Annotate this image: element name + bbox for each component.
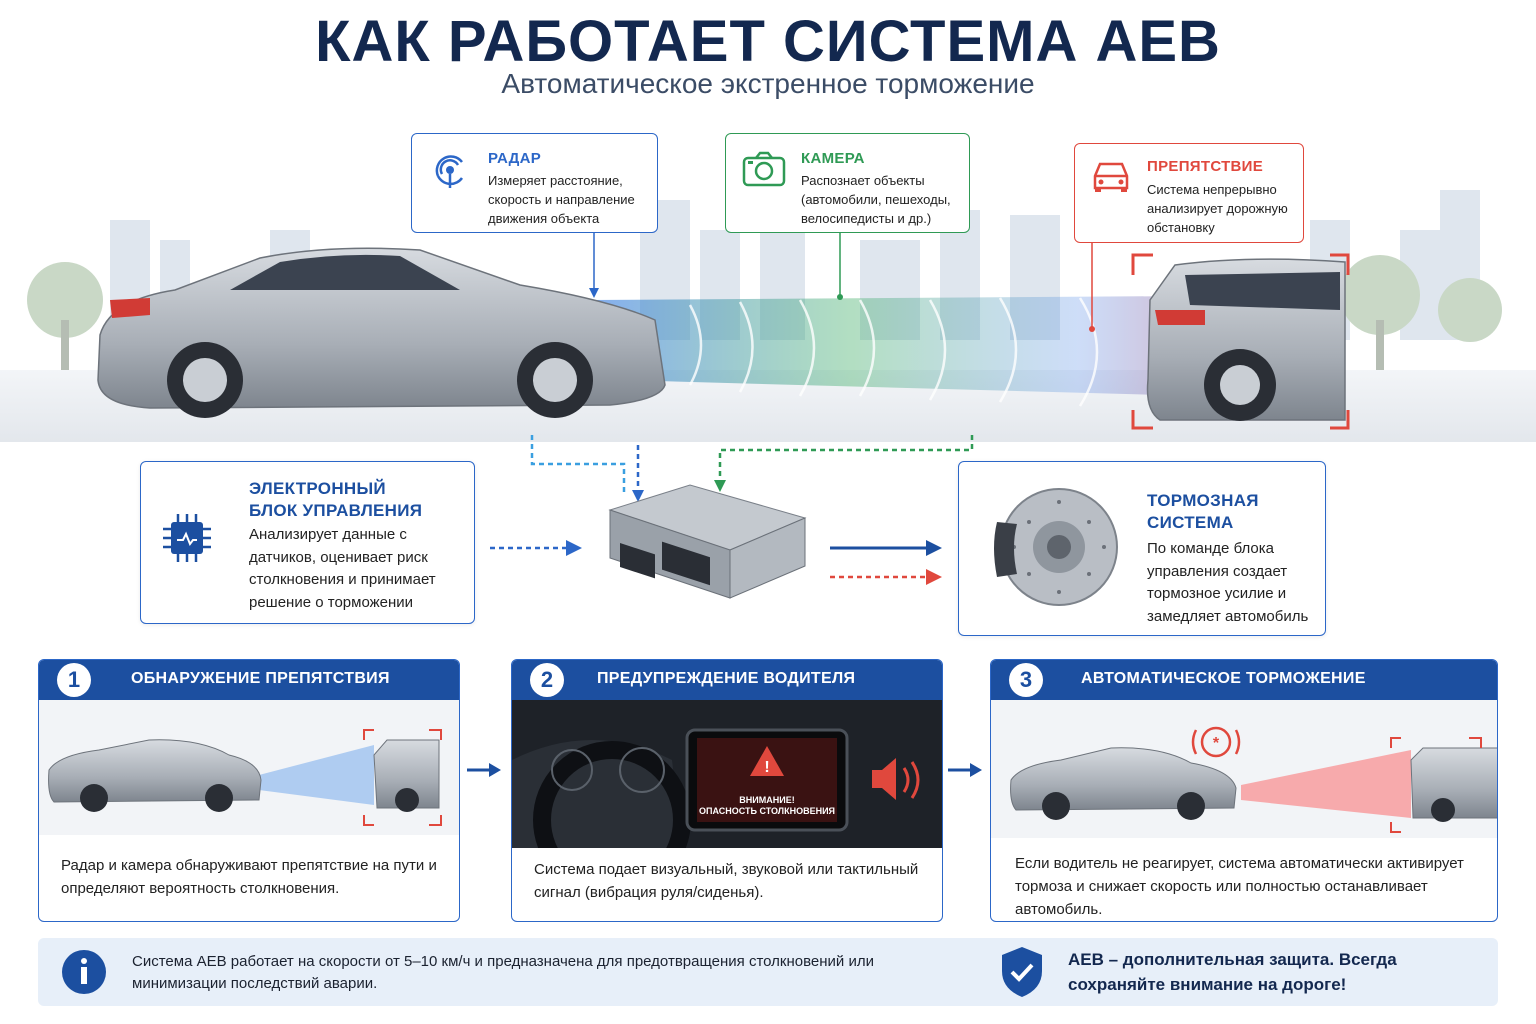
dashboard-illustration: !: [512, 700, 942, 848]
svg-text:!: !: [764, 759, 769, 776]
step-3-number: 3: [1009, 663, 1043, 697]
dashboard-warning-text: ВНИМАНИЕ! ОПАСНОСТЬ СТОЛКНОВЕНИЯ: [697, 795, 837, 817]
brake-disc-icon: [994, 488, 1118, 606]
camera-card: КАМЕРА Распознает объекты (автомобили, п…: [725, 133, 970, 233]
step-3-text: Если водитель не реагирует, система авто…: [1015, 855, 1464, 918]
step-1-illustration: [39, 700, 459, 835]
arrow-step-1-2: [467, 763, 501, 777]
page-title: КАК РАБОТАЕТ СИСТЕМА АЕВ: [315, 9, 1221, 74]
obstacle-suv: [1146, 258, 1346, 421]
car-icon: [1093, 162, 1129, 192]
step-3-title: АВТОМАТИЧЕСКОЕ ТОРМОЖЕНИЕ: [1081, 670, 1366, 687]
ecu-card: ЭЛЕКТРОННЫЙ БЛОК УПРАВЛЕНИЯ Анализирует …: [140, 461, 475, 624]
step-2-header: 2 ПРЕДУПРЕЖДЕНИЕ ВОДИТЕЛЯ: [512, 660, 942, 700]
svg-text:*: *: [1213, 735, 1220, 752]
ecu-unit-illustration: [608, 484, 807, 599]
step-1-header: 1 ОБНАРУЖЕНИЕ ПРЕПЯТСТВИЯ: [39, 660, 459, 700]
ecu-text: Анализирует данные с датчиков, оценивает…: [249, 526, 436, 611]
step-3-illustration: *: [991, 700, 1497, 838]
ecu-title-line2: БЛОК УПРАВЛЕНИЯ: [249, 501, 423, 520]
brake-warning-icon: [1191, 726, 1241, 758]
shield-icon: [1002, 947, 1042, 997]
footer-info-text: Система АЕВ работает на скорости от 5–10…: [132, 953, 874, 992]
camera-icon: [742, 151, 786, 187]
connection-lines: [490, 435, 974, 585]
radar-card: РАДАР Измеряет расстояние, скорость и на…: [411, 133, 658, 233]
scene-illustration: [0, 190, 1536, 442]
camera-text: Распознает объекты (автомобили, пешеходы…: [801, 173, 951, 226]
arrow-step-2-3: [948, 763, 982, 777]
page-subtitle: Автоматическое экстренное торможение: [501, 68, 1035, 99]
step-2-number: 2: [530, 663, 564, 697]
step-1-card: 1 ОБНАРУЖЕНИЕ ПРЕПЯТСТВИЯ Радар и камера…: [38, 659, 460, 922]
step-2-title: ПРЕДУПРЕЖДЕНИЕ ВОДИТЕЛЯ: [597, 670, 856, 687]
brake-text: По команде блока управления создает торм…: [1147, 540, 1309, 625]
step-1-title: ОБНАРУЖЕНИЕ ПРЕПЯТСТВИЯ: [131, 670, 390, 687]
sedan-car: [97, 247, 666, 418]
step-1-number: 1: [57, 663, 91, 697]
step-2-card: 2 ПРЕДУПРЕЖДЕНИЕ ВОДИТЕЛЯ ! ВНИМАНИЕ! ОП…: [511, 659, 943, 922]
road-scene: [0, 110, 1536, 450]
camera-title: КАМЕРА: [801, 150, 865, 167]
radar-text: Измеряет расстояние, скорость и направле…: [488, 173, 635, 226]
step-2-text: Система подает визуальный, звуковой или …: [534, 861, 919, 901]
info-icon: [62, 950, 106, 994]
info-footer: Система АЕВ работает на скорости от 5–10…: [38, 938, 1498, 1006]
radar-title: РАДАР: [488, 150, 542, 167]
ecu-title-line1: ЭЛЕКТРОННЫЙ: [249, 479, 386, 498]
warning-line1: ВНИМАНИЕ!: [739, 795, 795, 805]
step-3-header: 3 АВТОМАТИЧЕСКОЕ ТОРМОЖЕНИЕ: [991, 660, 1497, 700]
warning-line2: ОПАСНОСТЬ СТОЛКНОВЕНИЯ: [698, 806, 836, 816]
obstacle-card: ПРЕПЯТСТВИЕ Система непрерывно анализиру…: [1074, 143, 1304, 243]
brake-card: ТОРМОЗНАЯ СИСТЕМА По команде блока управ…: [958, 461, 1326, 636]
chip-icon: [163, 514, 211, 562]
step-3-card: 3 АВТОМАТИЧЕСКОЕ ТОРМОЖЕНИЕ * Если водит…: [990, 659, 1498, 922]
brake-title-line1: ТОРМОЗНАЯ: [1147, 491, 1259, 510]
brake-title-line2: СИСТЕМА: [1147, 513, 1234, 532]
obstacle-title: ПРЕПЯТСТВИЕ: [1147, 158, 1264, 175]
footer-note: АЕВ – дополнительная защита. Всегда сохр…: [1068, 950, 1397, 994]
step-1-text: Радар и камера обнаруживают препятствие …: [61, 857, 437, 897]
obstacle-text: Система непрерывно анализирует дорожную …: [1147, 182, 1288, 235]
radar-icon: [435, 155, 464, 188]
